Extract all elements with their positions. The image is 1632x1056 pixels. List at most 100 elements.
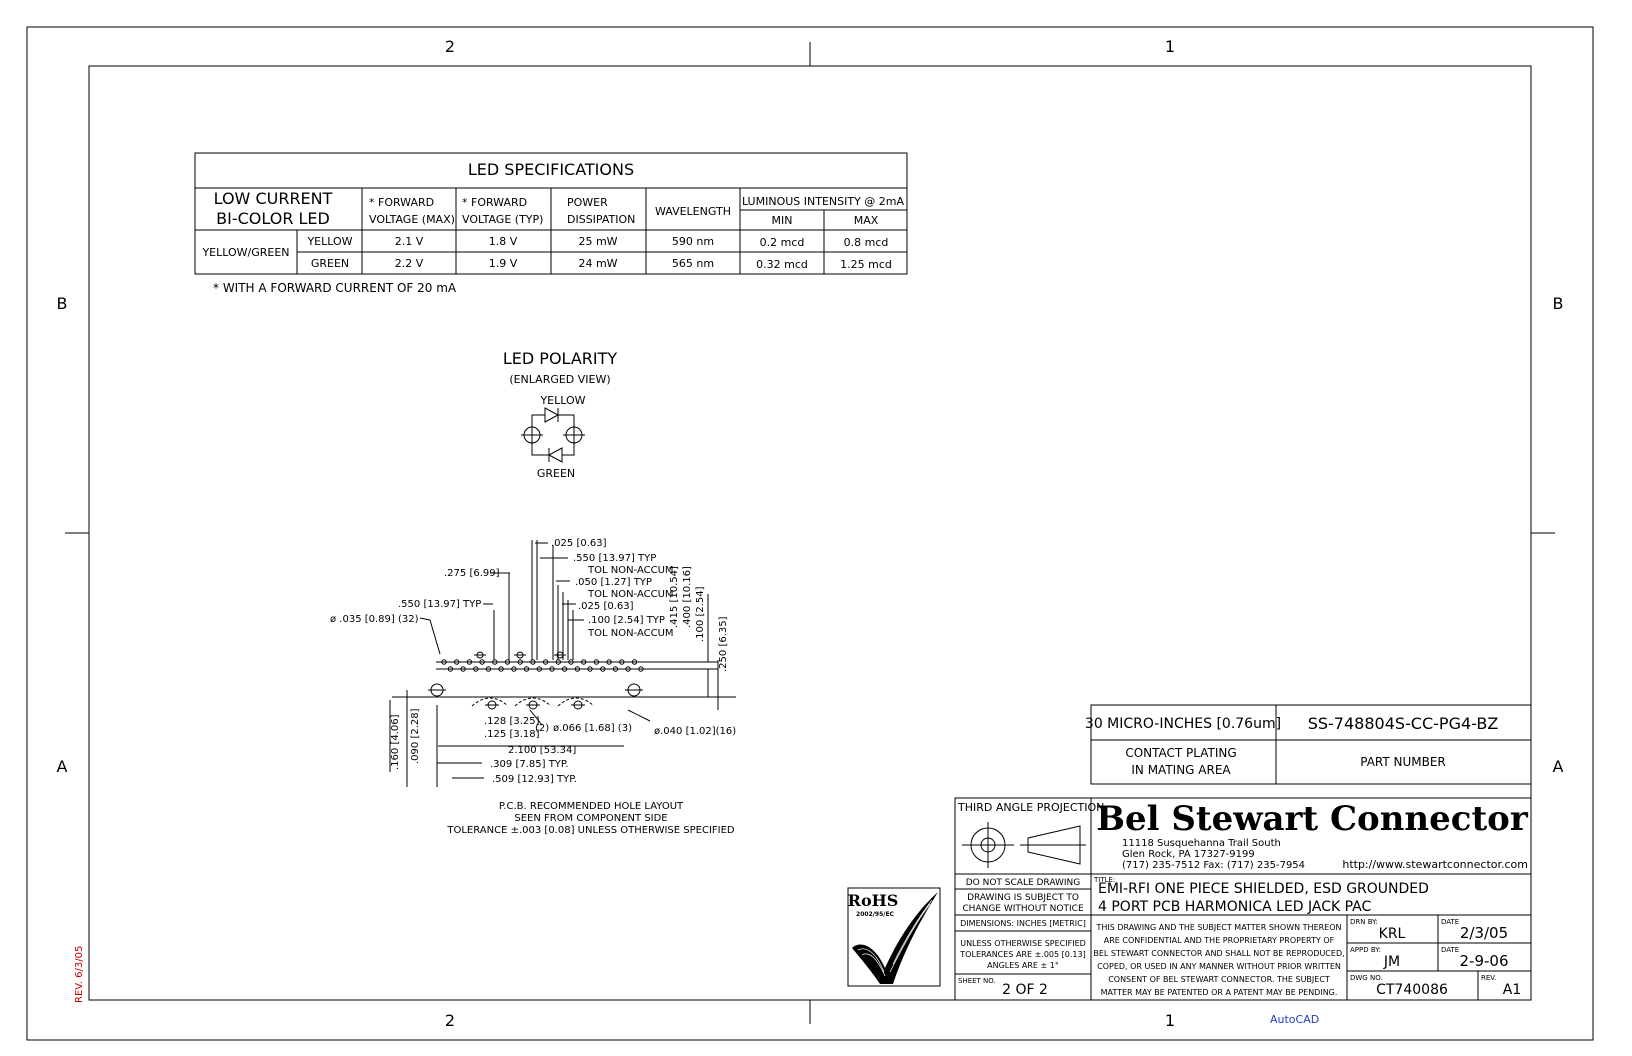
revision-label: REV. xyxy=(1481,974,1496,982)
date-label: DATE xyxy=(1441,946,1459,954)
company-address: 11118 Susquehanna Trail South xyxy=(1122,838,1281,849)
sheet-label: SHEET NO. xyxy=(958,977,996,985)
polarity-green-label: GREEN xyxy=(537,467,575,480)
drawn-by-label: DRN BY: xyxy=(1350,918,1378,926)
company-name: Bel Stewart Connector xyxy=(1096,799,1529,839)
pcb-hole xyxy=(600,666,606,672)
zone-col-label: 2 xyxy=(445,1011,455,1030)
sheet-number: 2 OF 2 xyxy=(1002,982,1048,998)
pcb-hole-layout: .025 [0.63] .550 [13.97] TYP TOL NON-ACC… xyxy=(330,538,736,836)
pcb-hole xyxy=(568,659,574,665)
pcb-hole xyxy=(625,666,631,672)
polarity-title: LED POLARITY xyxy=(503,349,618,368)
zone-row-label: B xyxy=(1553,294,1564,313)
table-footnote: * WITH A FORWARD CURRENT OF 20 mA xyxy=(213,281,457,295)
header-fwd-max: * FORWARD xyxy=(369,196,434,209)
row-power: 24 mW xyxy=(578,257,617,270)
dim-label: .025 [0.63] xyxy=(551,538,607,549)
pcb-hole xyxy=(542,659,549,665)
header-fwd-typ: * FORWARD xyxy=(462,196,527,209)
dim-label: .100 [2.54] TYP xyxy=(588,615,665,626)
pcb-hole xyxy=(631,659,638,665)
row-vmax: 2.1 V xyxy=(395,235,424,248)
pcb-hole xyxy=(612,666,619,672)
row-wave: 590 nm xyxy=(672,235,714,248)
drawn-date: 2/3/05 xyxy=(1460,924,1508,942)
row-vtyp: 1.9 V xyxy=(489,257,518,270)
part-number-label: PART NUMBER xyxy=(1360,755,1446,769)
row-min: 0.2 mcd xyxy=(760,236,805,249)
row-color: YELLOW xyxy=(306,235,352,248)
outer-border xyxy=(26,26,1594,1041)
pcb-caption: SEEN FROM COMPONENT SIDE xyxy=(514,813,667,824)
diode-green-symbol xyxy=(547,447,563,463)
confidential-note: CONSENT OF BEL STEWART CONNECTOR. THE SU… xyxy=(1108,975,1330,984)
date-label: DATE xyxy=(1441,918,1459,926)
pcb-hole xyxy=(485,666,492,672)
pcb-hole xyxy=(606,659,612,665)
pcb-hole xyxy=(479,659,485,665)
dim-label: .160 [4.06] xyxy=(390,714,401,770)
subject-note: DRAWING IS SUBJECT TO xyxy=(967,893,1079,903)
pcb-hole xyxy=(619,659,625,665)
polarity-yellow-label: YELLOW xyxy=(539,394,585,407)
row-min: 0.32 mcd xyxy=(756,258,808,271)
pcb-scallop xyxy=(557,697,595,707)
approved-by-label: APPD BY: xyxy=(1350,946,1381,954)
row-power: 25 mW xyxy=(578,235,617,248)
pcb-hole xyxy=(536,666,542,672)
plating-value: 30 MICRO-INCHES [0.76um] xyxy=(1085,716,1281,732)
pcb-hole xyxy=(454,659,460,665)
confidential-note: COPED, OR USED IN ANY MANNER WITHOUT PRI… xyxy=(1097,962,1341,971)
dim-label: (2) xyxy=(535,723,549,734)
pcb-caption: P.C.B. RECOMMENDED HOLE LAYOUT xyxy=(499,801,684,812)
row-color: GREEN xyxy=(311,257,349,270)
header-wavelength: WAVELENGTH xyxy=(655,205,731,218)
dim-label: .400 [10.16] xyxy=(682,566,693,628)
dim-label: ø .035 [0.89] (32) xyxy=(330,614,419,625)
dim-label: .509 [12.93] TYP. xyxy=(492,774,577,785)
approved-date: 2-9-06 xyxy=(1460,952,1509,970)
rev-note: REV. 6/3/05 xyxy=(74,946,85,1003)
pcb-hole xyxy=(523,666,530,672)
company-website: http://www.stewartconnector.com xyxy=(1342,858,1528,871)
dim-label: .415 [10.54] xyxy=(669,566,680,628)
pcb-scallop xyxy=(514,697,552,707)
dim-label: .275 [6.99] xyxy=(444,568,500,579)
pcb-hole xyxy=(549,666,555,672)
dim-label: .550 [13.97] TYP xyxy=(398,599,481,610)
header-low-current: LOW CURRENT xyxy=(214,189,333,208)
revision: A1 xyxy=(1503,982,1521,998)
zone-col-label: 2 xyxy=(445,37,455,56)
row-vtyp: 1.8 V xyxy=(489,235,518,248)
dimensions-note: DIMENSIONS: INCHES [METRIC] xyxy=(960,919,1086,928)
dim-label: TOL NON-ACCUM xyxy=(587,565,674,576)
dim-label: .125 [3.18] xyxy=(484,729,540,740)
title-label: TITLE: xyxy=(1093,876,1115,884)
dim-label: .250 [6.35] xyxy=(718,616,729,672)
pcb-hole xyxy=(460,666,466,672)
drawing-number: CT740086 xyxy=(1376,982,1448,998)
row-vmax: 2.2 V xyxy=(395,257,424,270)
group-label: YELLOW/GREEN xyxy=(201,246,289,259)
pcb-hole xyxy=(561,666,568,672)
zone-col-label: 1 xyxy=(1165,37,1175,56)
confidential-note: BEL STEWART CONNECTOR AND SHALL NOT BE R… xyxy=(1093,949,1344,958)
dim-label: TOL NON-ACCUM xyxy=(587,589,674,600)
drawing-number-label: DWG NO. xyxy=(1350,974,1383,982)
dim-label: .128 [3.25] xyxy=(484,716,540,727)
no-scale-note: DO NOT SCALE DRAWING xyxy=(966,878,1081,888)
confidential-note: MATTER MAY BE PATENTED OR A PATENT MAY B… xyxy=(1101,988,1338,997)
pcb-hole xyxy=(447,666,454,672)
title-block: THIRD ANGLE PROJECTION Bel Stewart Conne… xyxy=(954,797,1532,1001)
pcb-hole xyxy=(441,659,447,665)
pcb-scallop xyxy=(471,697,509,707)
pcb-hole xyxy=(492,659,498,665)
confidential-note: THIS DRAWING AND THE SUBJECT MATTER SHOW… xyxy=(1095,923,1341,932)
projection-cone-symbol xyxy=(1027,825,1081,865)
header-min: MIN xyxy=(772,214,793,227)
rohs-directive: 2002/95/EC xyxy=(856,911,895,918)
autocad-label: AutoCAD xyxy=(1270,1013,1319,1026)
company-address: Glen Rock, PA 17327-9199 xyxy=(1122,849,1255,860)
